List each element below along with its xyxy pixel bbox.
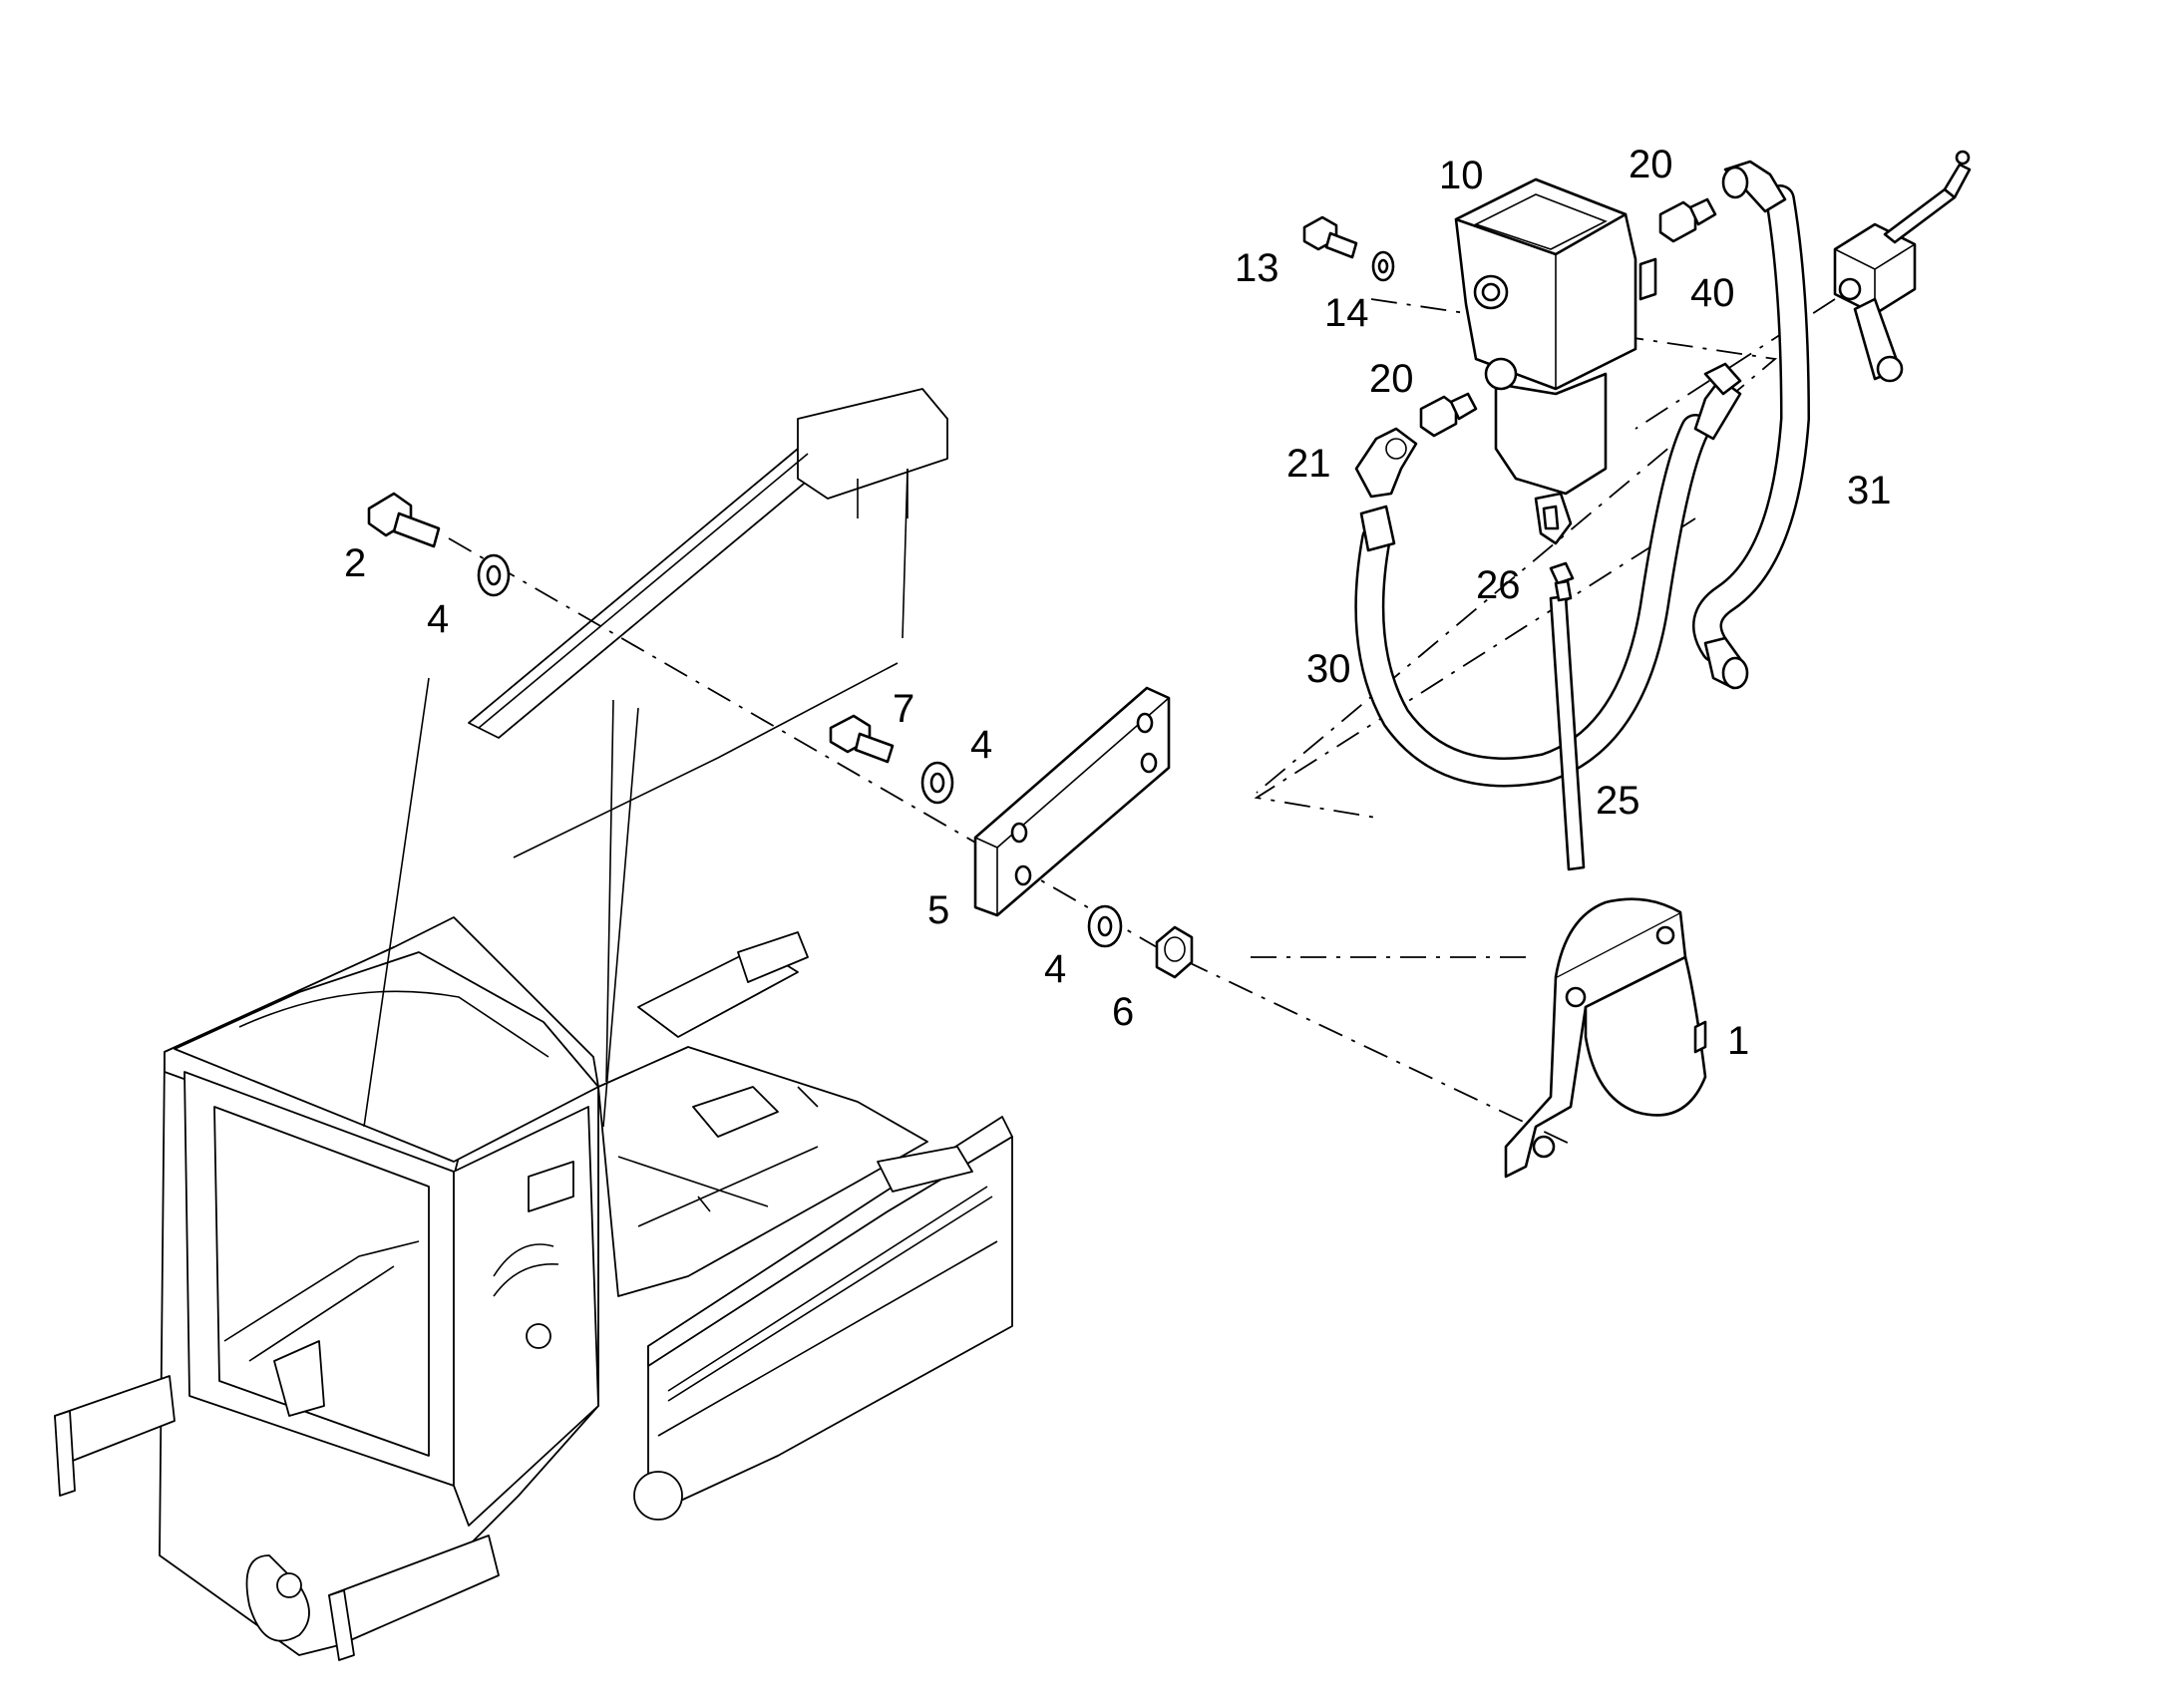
fitting-part-20-mid	[1419, 392, 1478, 438]
callout-25: 25	[1596, 779, 1640, 823]
callout-30: 30	[1306, 647, 1351, 691]
washer-part-14	[1371, 250, 1395, 282]
bolt-part-2	[367, 492, 441, 548]
callout-31: 31	[1847, 469, 1892, 512]
callout-40: 40	[1690, 271, 1735, 315]
elbow-part-21	[1354, 427, 1418, 499]
callout-7: 7	[893, 687, 914, 731]
washer-part-4-top	[477, 553, 511, 597]
callout-14: 14	[1324, 291, 1369, 335]
callout-4-mid: 4	[970, 723, 992, 767]
callout-26: 26	[1476, 563, 1521, 607]
callout-13: 13	[1235, 246, 1279, 290]
hose-part-40	[1693, 362, 1742, 441]
hose-part-31	[1692, 160, 1811, 690]
bolt-part-13	[1302, 215, 1358, 259]
valve-part-10	[1454, 177, 1657, 545]
leader-line	[602, 707, 639, 1128]
callout-2: 2	[344, 541, 366, 585]
hose-part-30	[1354, 414, 1710, 788]
callout-1: 1	[1727, 1019, 1749, 1063]
machine-frame	[54, 916, 1013, 1661]
ball-valve	[1833, 150, 1972, 383]
callout-21: 21	[1286, 442, 1331, 486]
washer-part-4-low	[1087, 904, 1123, 948]
callout-4-low: 4	[1044, 947, 1066, 991]
callout-5: 5	[927, 888, 949, 932]
fitting-part-20-top	[1658, 197, 1717, 243]
nut-part-6	[1155, 925, 1194, 979]
bolt-part-7	[829, 714, 895, 764]
callout-4-top: 4	[427, 597, 449, 641]
callout-20-top: 20	[1629, 143, 1673, 186]
callout-labels: 1 2 4 4 4 5 6 7 10 13 14 20 20 21 25 26 …	[344, 143, 1892, 1063]
plate-part-5	[973, 686, 1171, 917]
callout-6: 6	[1112, 990, 1134, 1034]
fitting-part-26	[1549, 561, 1575, 602]
bracket-part-1	[1504, 897, 1707, 1179]
callout-20-mid: 20	[1369, 357, 1414, 401]
callout-10: 10	[1439, 154, 1484, 197]
washer-part-4-mid	[920, 761, 954, 805]
upper-boom-arm	[363, 388, 973, 1193]
